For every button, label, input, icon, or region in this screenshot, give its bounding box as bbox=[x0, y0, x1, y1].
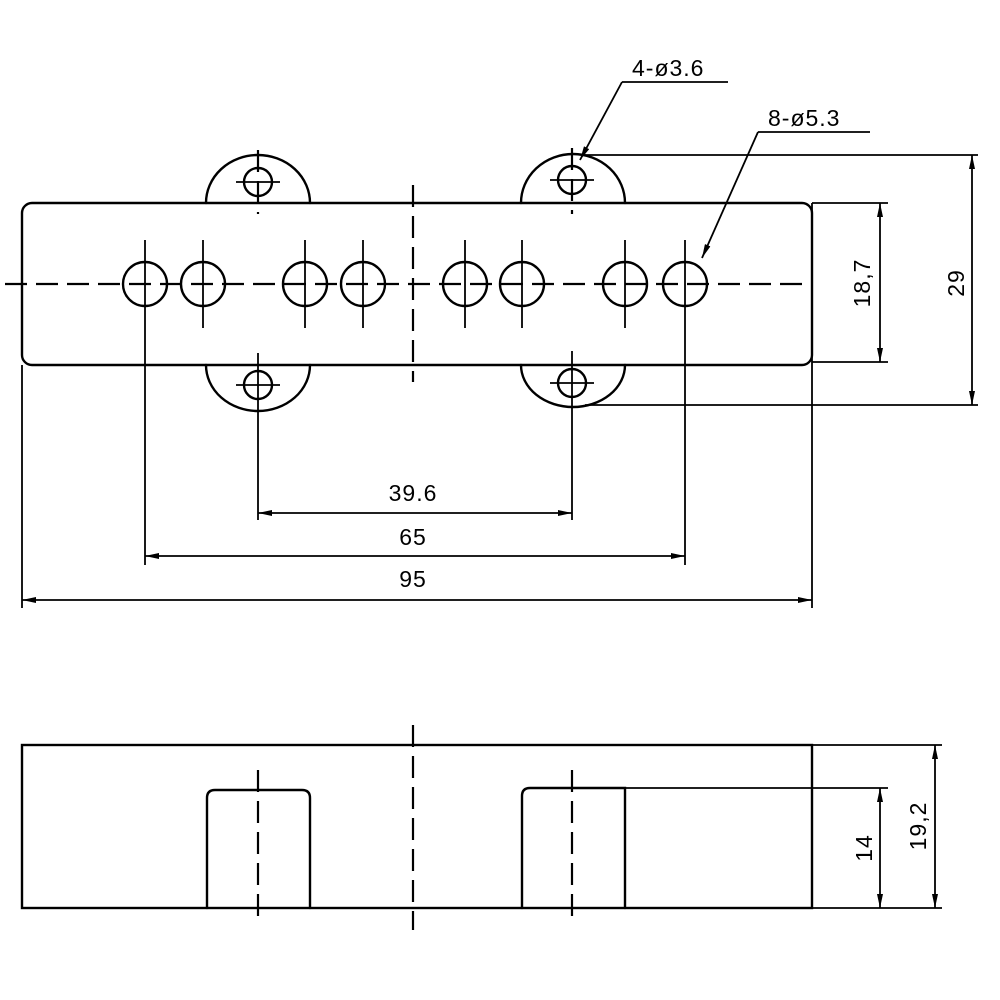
mount-hole-callout-label: 4-ø3.6 bbox=[632, 55, 704, 81]
pole-hole-leader-line bbox=[701, 131, 759, 259]
pole-span-label: 65 bbox=[399, 524, 427, 550]
overall-width-label: 29 bbox=[943, 269, 969, 297]
mounting-ear-bottom-right bbox=[519, 363, 627, 409]
top-view: 39.6 65 95 18,7 29 4-ø3.6 8-ø5.3 bbox=[5, 55, 978, 608]
pole-hole-callout-label: 8-ø5.3 bbox=[768, 105, 840, 131]
side-body-outline bbox=[20, 743, 814, 910]
recess-height-label: 14 bbox=[851, 834, 877, 862]
mount-spacing-label: 39.6 bbox=[389, 480, 438, 506]
mount-hole-leader-line bbox=[579, 81, 623, 161]
recess-right bbox=[520, 786, 627, 910]
overall-length-label: 95 bbox=[399, 566, 427, 592]
side-view: 14 19,2 bbox=[20, 725, 942, 930]
overall-height-label: 19,2 bbox=[905, 802, 931, 851]
body-width-label: 18,7 bbox=[849, 259, 875, 308]
